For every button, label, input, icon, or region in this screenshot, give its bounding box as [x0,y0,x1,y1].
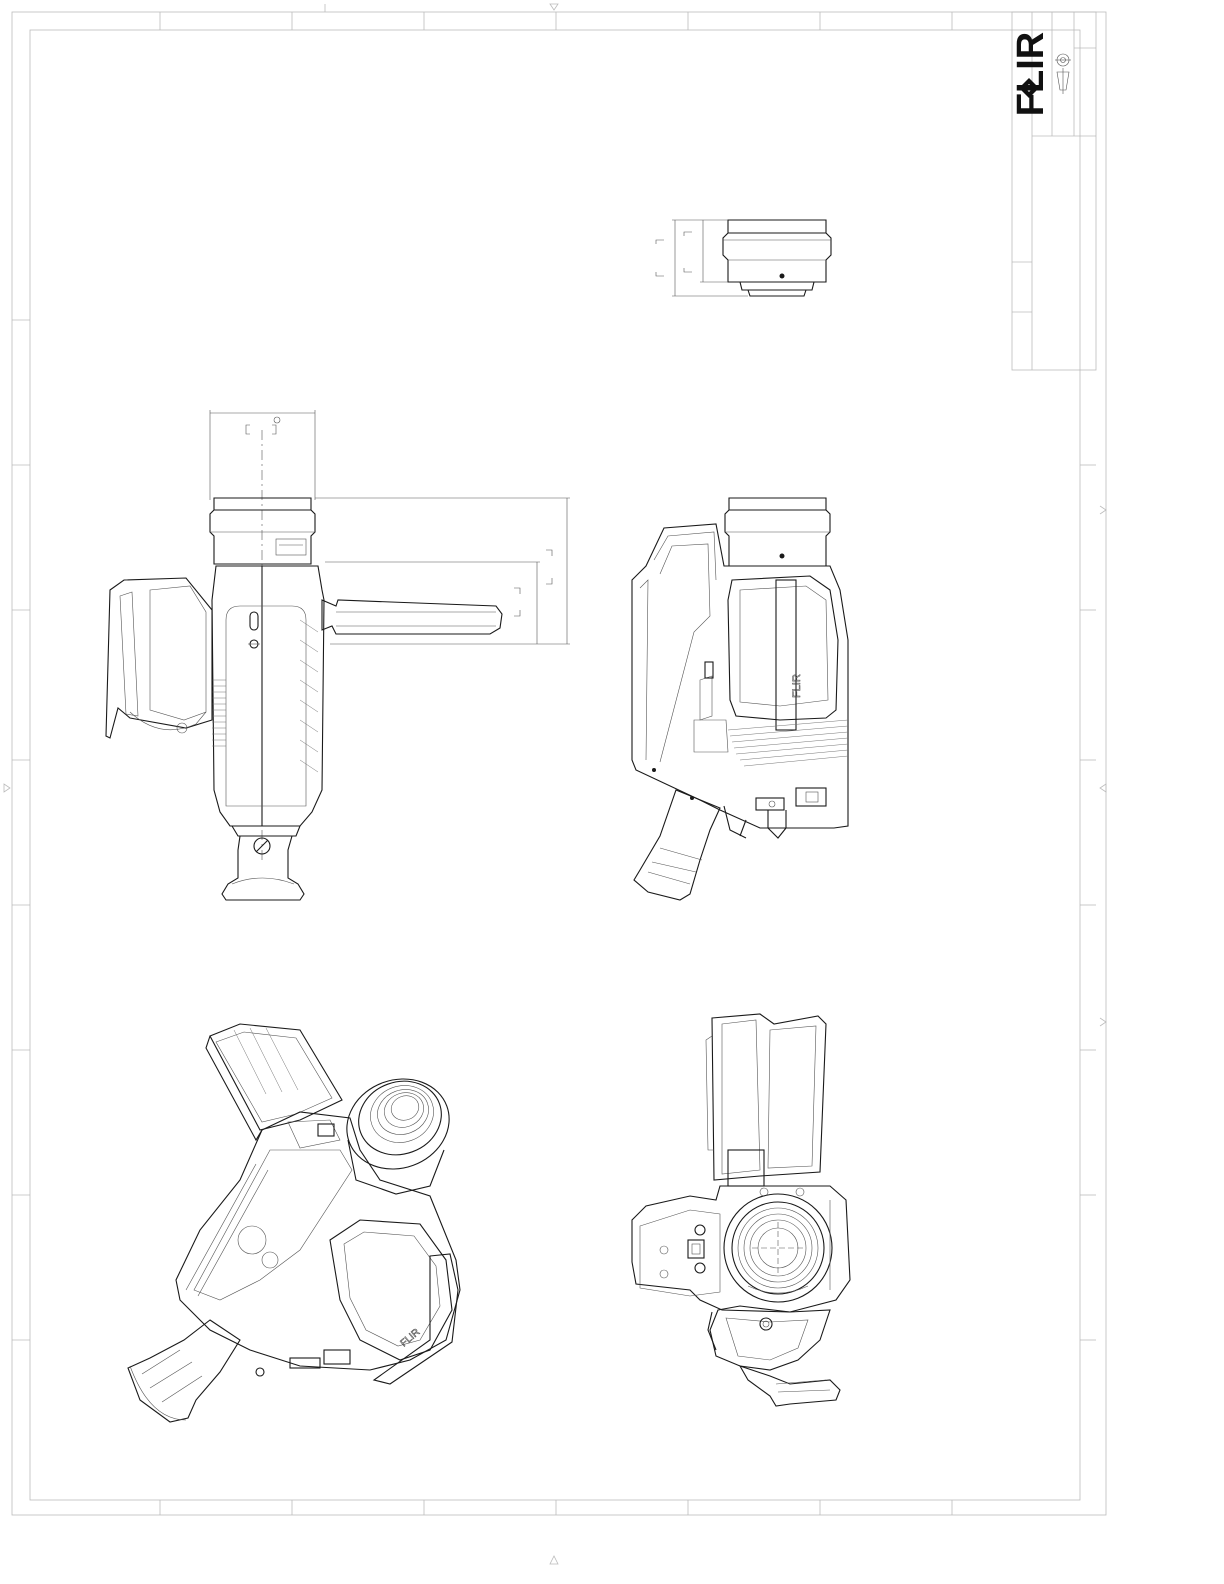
camera-isometric-view: FLIR [128,1024,462,1422]
projection-symbol-icon [1055,54,1071,94]
drawing-frame [4,4,1106,1564]
lens-top-view [656,220,831,296]
camera-rear-view [632,1014,850,1406]
side-view-badge-text: FLIR [791,674,803,698]
title-block: FLIR [1010,12,1096,370]
camera-front-view [106,410,570,900]
flir-logo: FLIR [1010,32,1052,116]
front-view-dimension-lines [210,410,570,860]
iso-view-badge-text: FLIR [399,1327,423,1349]
flir-logo-text: FLIR [1010,32,1052,116]
lens-dimension-lines [656,220,748,296]
camera-side-view: FLIR [632,498,848,900]
